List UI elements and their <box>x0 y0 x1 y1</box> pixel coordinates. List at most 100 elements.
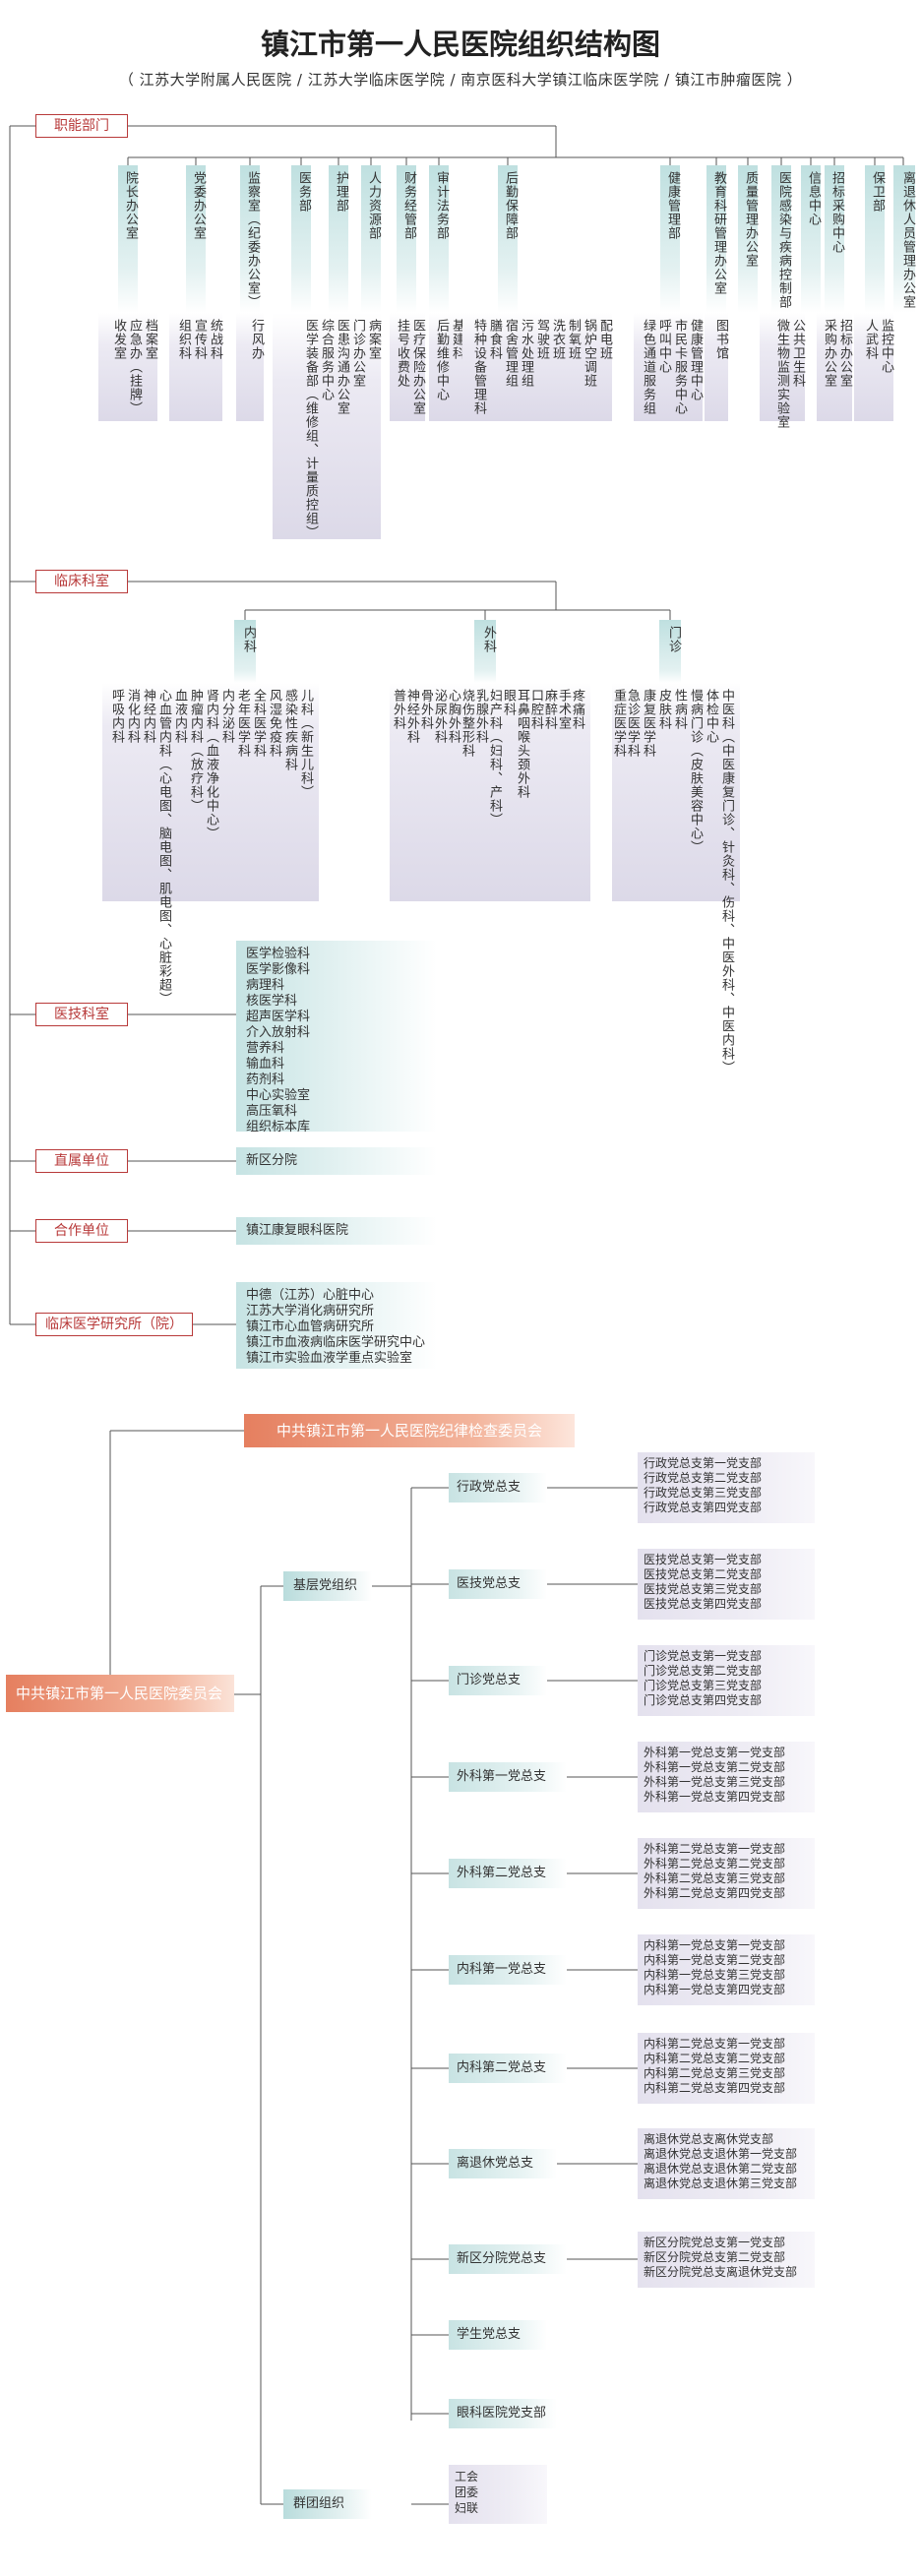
dept-head: 党委办公室 <box>186 165 206 313</box>
dept-head: 质量管理办公室 <box>738 165 758 313</box>
clinical-sub: 性病科 <box>672 689 687 730</box>
party-branch-list: 门诊党总支第一党支部 门诊党总支第二党支部 门诊党总支第三党支部 门诊党总支第四… <box>638 1645 815 1716</box>
dept-head: 财务经管部 <box>397 165 416 313</box>
clinical-sub: 口腔科 <box>528 689 543 730</box>
party-general-branch: 门诊党总支 <box>449 1666 547 1695</box>
section-coop: 合作单位 <box>35 1219 128 1243</box>
clinical-sub: 感染性疾病科 <box>282 689 297 771</box>
party-branch-list: 内科第一党总支第一党支部 内科第一党总支第二党支部 内科第一党总支第三党支部 内… <box>638 1934 815 2005</box>
clinical-sub: 内分泌科 <box>219 689 234 744</box>
clinical-sub: 急诊医学科 <box>625 689 640 758</box>
dept-head: 离退休人员管理办公室 <box>893 165 915 313</box>
page-title: 镇江市第一人民医院组织结构图 <box>260 28 660 61</box>
clinical-internal-list: 儿科（新生儿科） 感染性疾病科 风湿免疫科 全科医学科 老年医学科 内分泌科 肾… <box>102 683 319 1006</box>
direct-unit: 新区分院 <box>236 1147 437 1175</box>
party-general-branch: 内科第二党总支 <box>449 2054 567 2083</box>
clinical-outpatient-list: 中医科（中医康复门诊、针灸科、伤科、中医外科、中医内科） 体检中心 慢病门诊（皮… <box>611 683 740 1074</box>
clinical-surgical-list: 疼痛科 手术室 麻醉科 口腔科 耳鼻咽喉头颈外科 眼科 妇产科（妇科、产科） 乳… <box>390 683 590 901</box>
dept-sub-unit: 后勤维修中心 <box>434 319 449 401</box>
clinical-sub: 普外科 <box>391 689 405 730</box>
clinical-sub: 呼吸内科 <box>109 689 124 744</box>
dept-sub-unit: 膳食科 <box>487 319 502 360</box>
dept-sub-unit: 医患沟通办公室 <box>335 319 349 415</box>
dept-sub-unit: 门诊办公室 <box>350 319 365 388</box>
section-clinical: 临床科室 <box>35 570 128 593</box>
clinical-sub: 妇产科（妇科、产科） <box>487 689 502 827</box>
dept-sub-unit: 锅炉空调班 <box>582 319 596 388</box>
dept-head: 监察室（纪委办公室） <box>240 165 260 313</box>
clinical-sub: 肿瘤内科（放疗科） <box>188 689 203 813</box>
party-general-branch: 眼科医院党支部 <box>449 2399 557 2428</box>
dept-sub-unit: 基建科 <box>429 313 464 421</box>
dept-head: 医院感染与疾病控制部 <box>771 165 791 313</box>
dept-sub-unit: 病案室 <box>273 313 381 539</box>
dept-head: 后勤保障部 <box>498 165 518 313</box>
party-general-branch: 内科第一党总支 <box>449 1955 567 1985</box>
dept-sub-unit: 人武科 <box>863 319 878 360</box>
clinical-head: 外科 <box>474 620 496 683</box>
clinical-sub: 消化内科 <box>125 689 140 744</box>
clinical-sub: 眼科 <box>501 689 516 716</box>
dept-sub-unit: 招标办公室 <box>817 313 852 421</box>
dept-sub-unit: 污水处理组 <box>519 319 533 388</box>
section-direct: 直属单位 <box>35 1149 128 1173</box>
clinical-sub: 烧伤整形科 <box>460 689 474 758</box>
dept-sub-unit: 综合服务中心 <box>319 319 334 401</box>
dept-sub-unit: 绿色通道服务组 <box>641 319 655 415</box>
dept-head: 护理部 <box>329 165 348 313</box>
party-branch-list: 医技党总支第一党支部 医技党总支第二党支部 医技党总支第三党支部 医技党总支第四… <box>638 1549 815 1620</box>
party-branch-list: 新区分院党总支第一党支部 新区分院党总支第二党支部 新区分院党总支离退休党支部 <box>638 2232 815 2288</box>
clinical-sub: 耳鼻咽喉头颈外科 <box>515 689 529 799</box>
clinical-sub: 乳腺外科 <box>473 689 488 744</box>
clinical-head: 门诊 <box>659 620 681 683</box>
dept-sub-unit: 行风办 <box>236 313 264 421</box>
party-general-branch: 外科第一党总支 <box>449 1762 567 1792</box>
clinical-sub: 心血管内科（心电图、脑电图、肌电图、心脏彩超） <box>156 689 171 1006</box>
clinical-sub: 老年医学科 <box>235 689 250 758</box>
dept-head: 保卫部 <box>865 165 885 313</box>
party-branch-list: 行政党总支第一党支部 行政党总支第二党支部 行政党总支第三党支部 行政党总支第四… <box>638 1452 815 1523</box>
dept-head: 医务部 <box>291 165 311 313</box>
clinical-sub: 风湿免疫科 <box>267 689 281 758</box>
dept-sub-unit: 挂号收费处 <box>395 319 409 388</box>
dept-head: 审计法务部 <box>429 165 449 313</box>
clinical-sub: 神经内科 <box>141 689 155 744</box>
grassroots-party: 基层党组织 <box>283 1571 372 1601</box>
party-general-branch: 新区分院党总支 <box>449 2244 567 2274</box>
party-branch-list: 外科第一党总支第一党支部 外科第一党总支第二党支部 外科第一党总支第三党支部 外… <box>638 1742 815 1812</box>
dept-head: 招标采购中心 <box>825 165 844 313</box>
research-list: 中德（江苏）心脏中心 江苏大学消化病研究所 镇江市心血管病研究所 镇江市血液病临… <box>236 1282 437 1369</box>
dept-head: 健康管理部 <box>660 165 680 313</box>
dept-head: 院长办公室 <box>118 165 138 313</box>
clinical-sub: 肾内科（血液净化中心） <box>204 689 218 840</box>
clinical-sub: 骨外科 <box>418 689 433 730</box>
clinical-sub: 康复医学科 <box>641 689 655 758</box>
dept-sub-unit: 医疗保险办公室 <box>390 313 425 421</box>
dept-sub-unit: 统战科 <box>169 313 222 421</box>
page-subtitle: （ 江苏大学附属人民医院 / 江苏大学临床医学院 / 南京医科大学镇江临床医学院… <box>118 71 803 89</box>
clinical-sub: 慢病门诊（皮肤美容中心） <box>688 689 703 854</box>
dept-sub-unit: 特种设备管理科 <box>471 319 486 415</box>
dept-sub-unit: 组织科 <box>176 319 191 360</box>
dept-sub-unit: 微生物监测实验室 <box>774 319 789 429</box>
dept-sub-unit: 宣传科 <box>192 319 207 360</box>
dept-head: 信息中心 <box>801 165 821 313</box>
section-medtech: 医技科室 <box>35 1003 128 1026</box>
party-general-branch: 行政党总支 <box>449 1473 547 1503</box>
dept-sub-unit: 制氧班 <box>566 319 581 360</box>
dept-sub-unit: 宿舍管理组 <box>503 319 518 388</box>
dept-sub-unit: 收发室 <box>111 319 126 360</box>
section-research: 临床医学研究所（院） <box>35 1313 193 1336</box>
party-general-branch: 外科第二党总支 <box>449 1859 567 1888</box>
dept-sub-unit: 市民卡服务中心 <box>672 319 687 415</box>
mass-org-list: 工会 团委 妇联 <box>449 2465 547 2524</box>
clinical-sub: 疼痛科 <box>570 689 584 730</box>
section-functional: 职能部门 <box>35 114 128 138</box>
medtech-list: 医学检验科 医学影像科 病理科 核医学科 超声医学科 介入放射科 营养科 输血科… <box>236 941 437 1135</box>
clinical-sub: 全科医学科 <box>251 689 266 758</box>
clinical-sub: 血液内科 <box>172 689 187 744</box>
dept-sub-unit: 监控中心 <box>854 313 893 421</box>
dept-sub-unit: 图书馆 <box>705 313 728 421</box>
clinical-sub: 手术室 <box>556 689 571 730</box>
